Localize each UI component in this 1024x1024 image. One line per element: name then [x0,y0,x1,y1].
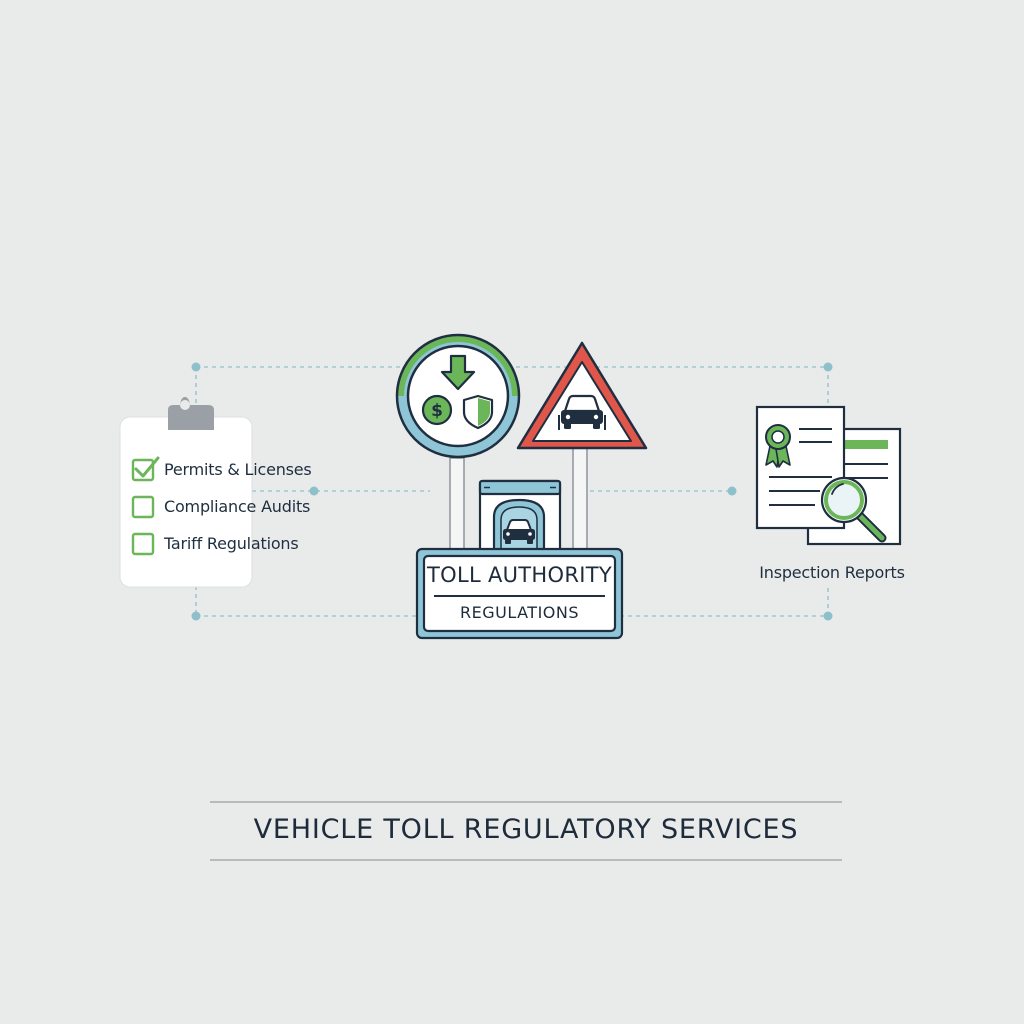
checkbox-tariff [131,532,155,556]
magnifier-icon [820,476,887,543]
connector-dot [727,486,737,496]
svg-text:$: $ [431,401,443,421]
page-title: VEHICLE TOLL REGULATORY SERVICES [253,814,799,845]
inspection-reports-icon [755,405,902,546]
connector-dot [823,611,833,621]
award-ribbon-icon [765,424,791,468]
sign-title: TOLL AUTHORITY [427,563,612,587]
toll-booth-icon [478,479,562,557]
sign-subtitle: REGULATIONS [459,603,580,622]
checklist-item-compliance: Compliance Audits [164,497,311,516]
inspection-reports-label: Inspection Reports [759,563,905,582]
dollar-coin-icon: $ [421,394,453,426]
connector-dot [191,362,201,372]
connector-dot [823,362,833,372]
shield-icon [462,394,494,430]
warning-car-sign [516,341,648,450]
connector-dots [191,362,833,621]
checkmark-icon [134,456,160,478]
connector-dot [309,486,319,496]
circular-money-sign: $ [395,333,521,459]
connector-dot [191,611,201,621]
checkbox-compliance [131,495,155,519]
arrow-down-icon [440,354,476,391]
checklist-item-tariff: Tariff Regulations [164,534,299,553]
checklist-item-permits: Permits & Licenses [164,460,312,479]
clipboard-icon [119,397,253,588]
car-icon [558,394,606,430]
toll-authority-signboard [415,547,624,640]
checkbox-permits [131,458,155,482]
